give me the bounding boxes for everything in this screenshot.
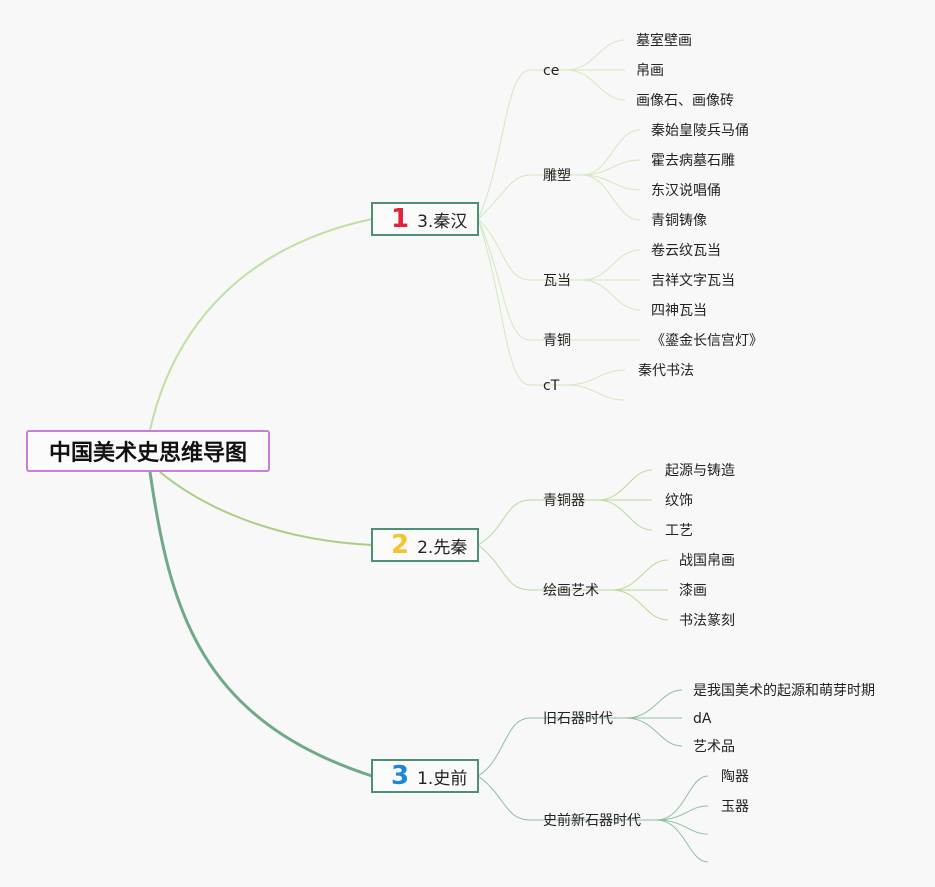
branch-xianqin[interactable]: 2 2.先秦: [371, 528, 479, 562]
node-bronzeware[interactable]: 青铜器: [543, 493, 585, 509]
connector-root-xianqin: [159, 471, 373, 546]
leaf[interactable]: 墓室壁画: [636, 33, 692, 49]
leaf[interactable]: 书法篆刻: [679, 613, 735, 629]
branch-label: 2.先秦: [417, 537, 468, 558]
node-ce[interactable]: ce: [543, 63, 560, 79]
node-ct[interactable]: cT: [543, 378, 560, 394]
leaf[interactable]: 起源与铸造: [665, 463, 735, 479]
leaf[interactable]: dA: [693, 711, 712, 727]
leaf[interactable]: 艺术品: [693, 739, 735, 755]
branch-shiqian[interactable]: 3 1.史前: [371, 759, 479, 793]
leaf[interactable]: 工艺: [665, 523, 693, 539]
leaf[interactable]: 霍去病墓石雕: [651, 153, 735, 169]
leaf[interactable]: 东汉说唱俑: [651, 183, 721, 199]
branch-label: 1.史前: [417, 768, 468, 789]
leaf[interactable]: 玉器: [721, 799, 749, 815]
number-three-icon: 3: [391, 761, 410, 791]
node-bronze[interactable]: 青铜: [543, 333, 571, 349]
node-paleolithic[interactable]: 旧石器时代: [543, 711, 613, 727]
leaf[interactable]: 青铜铸像: [651, 213, 707, 229]
branch-label: 3.秦汉: [417, 211, 468, 232]
leaf[interactable]: 秦始皇陵兵马俑: [651, 123, 749, 139]
root-node[interactable]: 中国美术史思维导图: [26, 430, 270, 472]
branch-qinhan[interactable]: 1 3.秦汉: [371, 202, 479, 236]
connector-root-qinhan: [149, 218, 373, 431]
connector-root-shiqian: [148, 471, 373, 778]
leaf[interactable]: 陶器: [721, 769, 749, 785]
node-neolithic[interactable]: 史前新石器时代: [543, 813, 641, 829]
leaf[interactable]: 画像石、画像砖: [636, 93, 734, 109]
leaf[interactable]: 战国帛画: [679, 553, 735, 569]
leaf[interactable]: 是我国美术的起源和萌芽时期: [693, 683, 875, 699]
node-tiles[interactable]: 瓦当: [543, 273, 571, 289]
leaf[interactable]: 帛画: [636, 63, 664, 79]
node-painting-art[interactable]: 绘画艺术: [543, 583, 599, 599]
leaf[interactable]: 秦代书法: [638, 363, 694, 379]
leaf[interactable]: 《鎏金长信宫灯》: [651, 333, 763, 349]
leaf[interactable]: 吉祥文字瓦当: [651, 273, 735, 289]
leaf[interactable]: 漆画: [679, 583, 707, 599]
leaf[interactable]: 纹饰: [665, 493, 693, 509]
number-one-icon: 1: [391, 204, 410, 234]
node-sculpture[interactable]: 雕塑: [543, 168, 571, 184]
leaf[interactable]: 卷云纹瓦当: [651, 243, 721, 259]
number-two-icon: 2: [391, 530, 410, 560]
leaf[interactable]: 四神瓦当: [651, 303, 707, 319]
